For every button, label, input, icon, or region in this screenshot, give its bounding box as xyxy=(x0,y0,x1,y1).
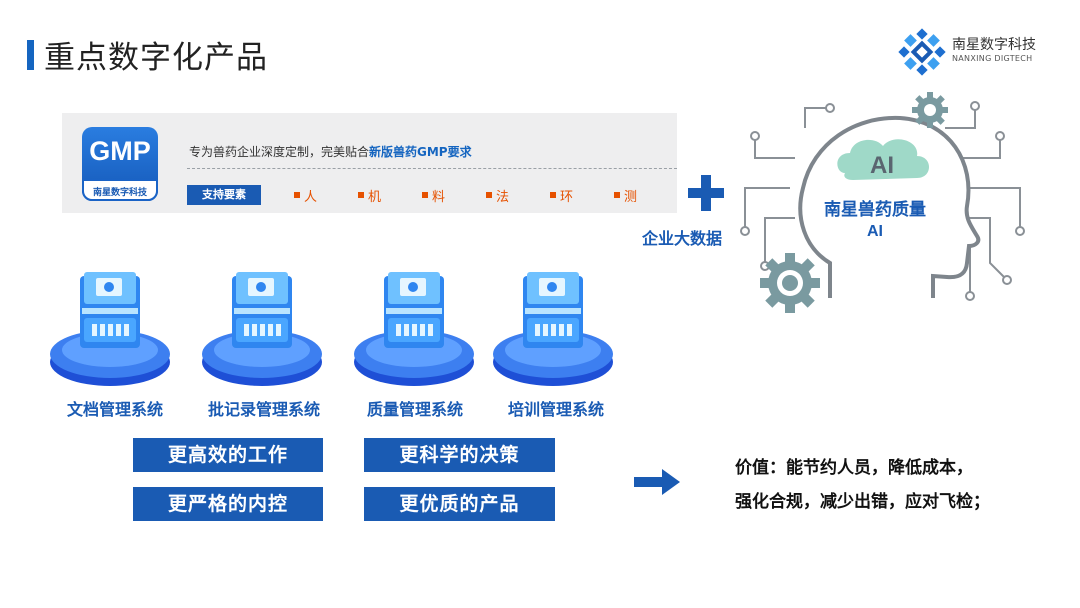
title-accent-bar xyxy=(27,40,34,70)
ai-cloud-text: AI xyxy=(870,152,894,179)
brand-star-icon xyxy=(898,28,946,76)
arrow-right-icon xyxy=(634,469,680,495)
system-label-document: 文档管理系统 xyxy=(66,400,163,419)
factor-label: 法 xyxy=(496,190,510,205)
server-platform-icon xyxy=(202,272,322,386)
server-platform-icon xyxy=(354,272,474,386)
gmp-desc-prefix: 专为兽药企业深度定制，完美贴合 xyxy=(189,145,370,159)
factor-item: 环 xyxy=(550,186,573,205)
circuit-lines-icon xyxy=(744,107,1021,293)
benefit-efficient-work: 更高效的工作 xyxy=(133,438,323,472)
factor-item: 人 xyxy=(294,186,317,205)
gear-icon xyxy=(912,92,948,128)
value-statement-line2: 强化合规，减少出错，应对飞检； xyxy=(735,492,990,512)
brand-name-en: NANXING DIGTECH xyxy=(952,54,1033,63)
big-data-label: 企业大数据 xyxy=(642,229,723,248)
factor-label: 料 xyxy=(432,190,446,205)
square-bullet-icon xyxy=(486,192,492,198)
gmp-divider xyxy=(187,168,677,169)
gmp-logo-text: GMP xyxy=(89,136,151,166)
factor-label: 环 xyxy=(560,190,574,205)
support-label: 支持要素 xyxy=(187,185,261,205)
circuit-node-icon xyxy=(740,101,1025,301)
ai-title-line2: AI xyxy=(867,223,883,240)
gmp-description: 专为兽药企业深度定制，完美贴合新版兽药GMP要求 xyxy=(189,143,472,160)
brand-name-cn: 南星数字科技 xyxy=(952,37,1036,53)
square-bullet-icon xyxy=(358,192,364,198)
factor-item: 料 xyxy=(422,186,445,205)
value-statement-line1: 价值：能节约人员，降低成本， xyxy=(735,458,973,478)
system-label-batch-record: 批记录管理系统 xyxy=(207,400,320,419)
benefit-strict-control: 更严格的内控 xyxy=(133,487,323,521)
benefit-quality-product: 更优质的产品 xyxy=(364,487,555,521)
gmp-logo: GMP 南星数字科技 xyxy=(82,127,158,201)
server-platform-icon xyxy=(50,272,170,386)
server-platform-icon xyxy=(493,272,613,386)
gmp-logo-sub: 南星数字科技 xyxy=(92,188,147,198)
factor-item: 机 xyxy=(358,186,381,205)
ai-title-line1: 南星兽药质量 xyxy=(824,199,926,220)
benefit-scientific-decision: 更科学的决策 xyxy=(364,438,555,472)
square-bullet-icon xyxy=(422,192,428,198)
factor-label: 测 xyxy=(624,190,638,205)
square-bullet-icon xyxy=(550,192,556,198)
factor-label: 人 xyxy=(304,190,318,205)
gmp-panel: GMP 南星数字科技 专为兽药企业深度定制，完美贴合新版兽药GMP要求 支持要素… xyxy=(62,113,677,213)
system-label-quality: 质量管理系统 xyxy=(366,400,463,419)
gear-icon xyxy=(760,253,820,313)
factor-item: 测 xyxy=(614,186,637,205)
plus-icon xyxy=(688,175,724,211)
brand-logo: 南星数字科技 NANXING DIGTECH xyxy=(898,28,1048,76)
square-bullet-icon xyxy=(294,192,300,198)
factor-label: 机 xyxy=(368,190,382,205)
system-label-training: 培训管理系统 xyxy=(507,400,604,419)
page-title: 重点数字化产品 xyxy=(44,40,268,76)
cloud-icon xyxy=(837,139,929,180)
gmp-desc-highlight: 新版兽药GMP要求 xyxy=(369,145,472,159)
gmp-logo-strip: 南星数字科技 xyxy=(82,179,158,201)
square-bullet-icon xyxy=(614,192,620,198)
ai-head-illustration: AI 南星兽药质量 AI xyxy=(740,92,1025,313)
factor-item: 法 xyxy=(486,186,509,205)
